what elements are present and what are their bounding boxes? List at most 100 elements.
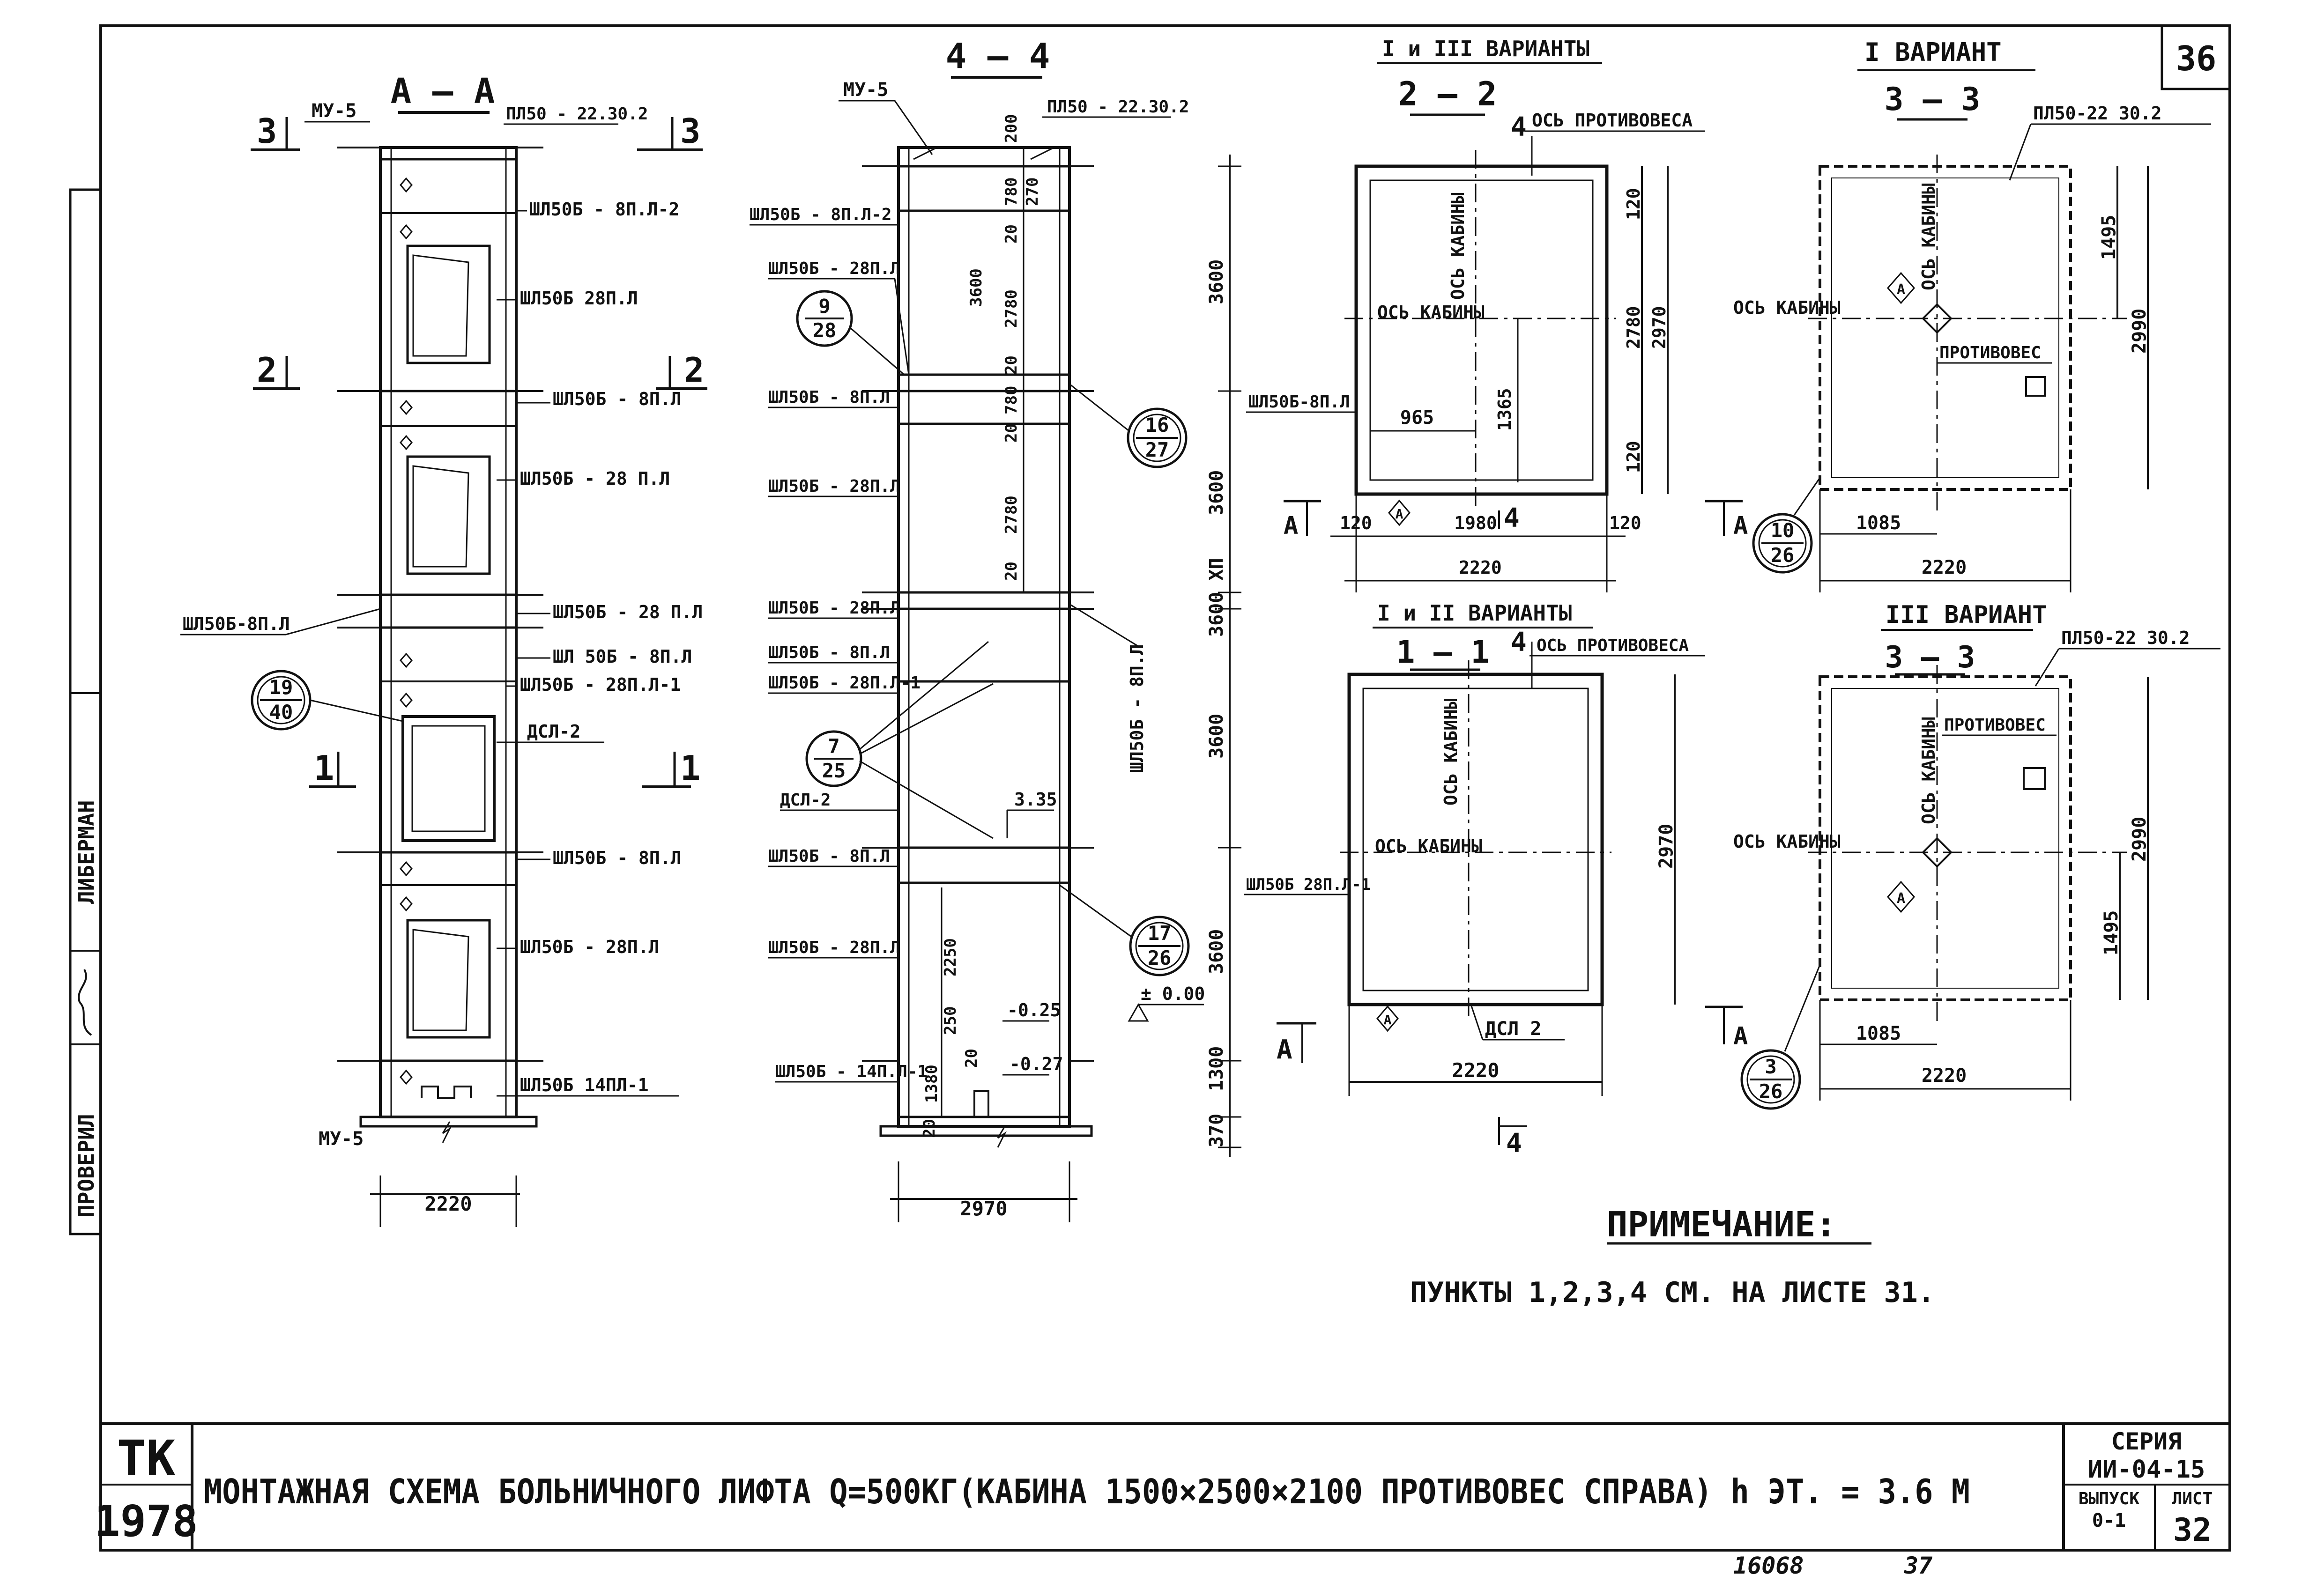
plan22-outer — [1354, 164, 1609, 496]
cut-1-right: 1 — [680, 748, 700, 788]
plan33v3-top-label: ПЛ50-22 30.2 — [2061, 628, 2190, 648]
44-inner-dim-6: 2780 — [1002, 289, 1021, 328]
44-inner-dim-3: 270 — [1023, 177, 1042, 206]
corner-sheet-number: 36 — [2176, 39, 2217, 78]
plan11-axis-cabin-h: ОСЬ КАБИНЫ — [1375, 836, 1482, 857]
outer-frame — [99, 24, 2231, 1552]
44-dim-width: 2970 — [960, 1197, 1007, 1220]
plan22-dim-1980: 1980 — [1454, 513, 1497, 533]
plan33v1-callout: 10 26 — [1752, 477, 1821, 574]
plan22-dim-2780: 2780 — [1623, 306, 1644, 349]
aa-label-r10: ШЛ50Б - 28П.Л — [520, 937, 659, 957]
plan22-symbol: А — [1396, 506, 1403, 522]
44-top-right-label: ПЛ50 - 22.30.2 — [1047, 97, 1189, 117]
title-sheet-label: ЛИСТ — [2172, 1489, 2213, 1508]
aa-dim-width: 2220 — [424, 1192, 472, 1215]
cut-1-left: 1 — [314, 748, 334, 788]
44-callout-2: 16 27 — [1069, 383, 1188, 468]
plan-22: I и III ВАРИАНТЫ 2 — 2 ОСЬ ПРОТИВОВЕСА О… — [1246, 36, 1748, 592]
plan33v1-dim-2990: 2990 — [2129, 309, 2150, 354]
shaft-aa-outline — [379, 146, 518, 1118]
plan33v1-axis-cabin-h: ОСЬ КАБИНЫ — [1733, 297, 1841, 318]
44-label-l7: ШЛ50Б - 28П.Л-1 — [768, 673, 921, 693]
44-outer-dim-5: 3600 — [1206, 929, 1227, 974]
plan22-dim-965: 965 — [1400, 407, 1434, 429]
44-callout-2-den: 27 — [1145, 438, 1169, 461]
44-inner-dim-11: 20 — [1002, 562, 1021, 581]
plan33v3-variant-title: III ВАРИАНТ — [1886, 601, 2047, 629]
aa-label-r1: ШЛ50Б - 8П.Л-2 — [529, 199, 679, 220]
title-series-label: СЕРИЯ — [2111, 1428, 2182, 1455]
plan33v3-outer — [1819, 675, 2072, 1001]
44-outer-dim-6: 1300 — [1206, 1046, 1227, 1091]
44-inner-dim-7: 20 — [1002, 355, 1021, 375]
aa-label-left: ШЛ50Б-8П.Л — [183, 614, 290, 634]
plan33v3-callout-num: 3 — [1765, 1055, 1776, 1078]
44-inner-dim-9: 20 — [1002, 423, 1021, 443]
side-stamp-frame — [69, 188, 102, 1235]
title-code-2: 37 — [1904, 1552, 1932, 1579]
plan33v3-title: 3 — 3 — [1885, 640, 1975, 675]
44-top-left-label: МУ-5 — [843, 79, 888, 101]
aa-label-r7: ШЛ50Б - 28П.Л-1 — [520, 674, 681, 695]
aa-label-r5: ШЛ50Б - 28 П.Л — [553, 602, 703, 622]
plan33v1-symbol: А — [1897, 281, 1905, 298]
plan22-axis-cabin-h: ОСЬ КАБИНЫ — [1377, 302, 1485, 323]
plan22-section-mark-r: А — [1733, 512, 1748, 540]
44-callout-2-num: 16 — [1145, 414, 1169, 436]
plan11-section-mark-l: А — [1277, 1035, 1292, 1065]
plan11-section-4-bot: 4 — [1506, 1128, 1522, 1159]
plan33v3-counterweight: ПРОТИВОВЕС — [1944, 716, 2046, 735]
cut-2-right: 2 — [684, 350, 704, 390]
plan33v3-dim-1085: 1085 — [1856, 1023, 1901, 1044]
44-callout-4-den: 26 — [1148, 946, 1172, 969]
aa-label-r11: ШЛ50Б 14ПЛ-1 — [520, 1075, 649, 1095]
aa-label-r2: ШЛ50Б 28П.Л — [520, 288, 638, 309]
44-label-l4: ШЛ50Б - 28П.Л — [768, 477, 900, 496]
plan33v3-callout-den: 26 — [1759, 1080, 1783, 1103]
44-inner-dim-1: 200 — [1002, 114, 1021, 143]
plan33v1-axis-cabin-v: ОСЬ КАБИНЫ — [1918, 183, 1939, 290]
plan33v3-axis-cabin-v: ОСЬ КАБИНЫ — [1918, 717, 1939, 824]
44-inner-dim-14: 20 — [962, 1049, 981, 1068]
plan11-symbol: А — [1384, 1012, 1392, 1028]
plan33v1-top-label: ПЛ50-22 30.2 — [2033, 103, 2162, 124]
44-level-1: 3.35 — [1014, 789, 1057, 810]
44-outer-dim-1: 3600 — [1206, 259, 1227, 304]
plan33v1-dim-1495: 1495 — [2098, 215, 2120, 260]
44-level-3: -0.25 — [1007, 1000, 1061, 1020]
plan33v1-dim-2220: 2220 — [1922, 557, 1967, 578]
view-44: 4 — 4 — [750, 36, 1241, 1222]
view-aa: А — А — [180, 71, 707, 1227]
plan11-axis-cabin-v: ОСЬ КАБИНЫ — [1440, 698, 1461, 806]
plan33v3-dim-1495: 1495 — [2101, 910, 2122, 955]
plan22-axis-counterweight: ОСЬ ПРОТИВОВЕСА — [1532, 110, 1693, 131]
plan22-dim-2220: 2220 — [1459, 557, 1502, 578]
plan22-variant-title: I и III ВАРИАНТЫ — [1382, 36, 1589, 61]
plan33v3-callout: 3 26 — [1740, 964, 1821, 1110]
plan22-dim-1365: 1365 — [1494, 388, 1515, 431]
plan22-dim-120d: 120 — [1609, 513, 1641, 533]
plan33v3-axis-cabin-h: ОСЬ КАБИНЫ — [1733, 831, 1841, 852]
aa-label-r9: ШЛ50Б - 8П.Л — [553, 848, 682, 868]
note-text: ПУНКТЫ 1,2,3,4 СМ. НА ЛИСТЕ 31. — [1410, 1276, 1935, 1309]
plan22-title: 2 — 2 — [1398, 75, 1497, 113]
plan11-door-label: ДСЛ 2 — [1485, 1018, 1541, 1040]
plan11-section-mark-r: А — [1733, 1022, 1748, 1050]
44-outer-dim-4: 3600 — [1206, 714, 1227, 759]
plan33v1-callout-num: 10 — [1771, 519, 1795, 542]
44-inner-dim-5: 3600 — [967, 268, 986, 307]
plan11-title: 1 — 1 — [1396, 634, 1490, 670]
plan33v3-dim-2220: 2220 — [1922, 1065, 1967, 1087]
44-label-l6: ШЛ50Б - 8П.Л — [768, 643, 890, 662]
44-callout-4-num: 17 — [1148, 922, 1172, 945]
44-callout-3-den: 25 — [822, 759, 846, 782]
plan11-dim-2220: 2220 — [1452, 1059, 1499, 1082]
44-outer-dim-2: 3600 — [1206, 470, 1227, 515]
44-label-l10: ШЛ50Б - 28П.Л — [768, 938, 900, 957]
44-callout-1: 9 28 — [796, 290, 905, 376]
44-label-l9: ШЛ50Б - 8П.Л — [768, 847, 890, 866]
plan22-section-4-bot: 4 — [1504, 503, 1520, 533]
44-label-right-vertical: ШЛ50Б - 8П.Л — [1127, 644, 1147, 773]
